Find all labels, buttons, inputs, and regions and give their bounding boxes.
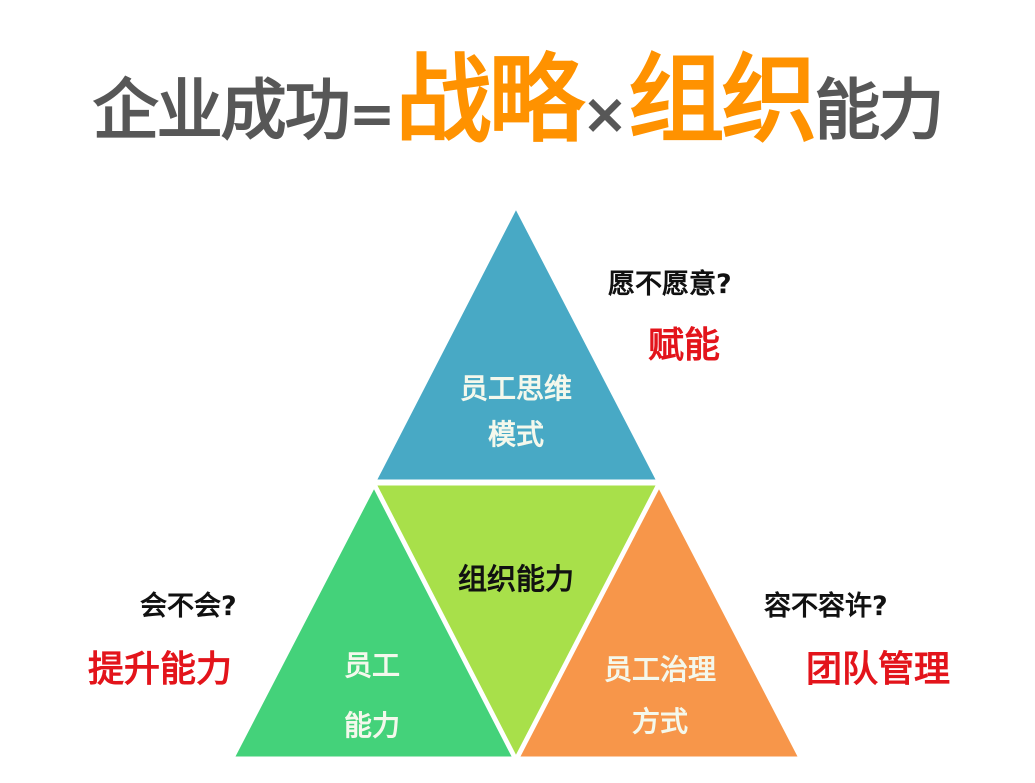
right-triangle	[515, 482, 803, 760]
title-strategy: 战略	[395, 44, 585, 156]
title-enterprise-success: 企业成功	[92, 72, 351, 149]
right-answer: 团队管理	[806, 649, 951, 690]
top-right-answer: 赋能	[648, 325, 721, 366]
top-triangle-label: 员工思维 模式	[459, 372, 572, 451]
left-triangle-label: 员工 能力	[343, 649, 400, 742]
top-triangle	[372, 203, 661, 483]
left-question: 会不会?	[140, 591, 237, 622]
right-triangle-label: 员工治理 方式	[603, 653, 716, 738]
left-answer: 提升能力	[88, 649, 233, 690]
title-times-sign: ×	[581, 82, 629, 147]
title-organization: 组织	[628, 44, 817, 156]
left-triangle	[230, 482, 517, 760]
title-capability: 能力	[814, 72, 944, 149]
top-right-question: 愿不愿意?	[608, 269, 732, 300]
center-triangle-label: 组织能力	[457, 562, 574, 596]
title-equals-sign: =	[348, 82, 396, 147]
right-question: 容不容许?	[764, 591, 888, 622]
center-triangle	[372, 482, 661, 762]
page-title: 企业成功=战略×组织能力	[0, 52, 1035, 148]
